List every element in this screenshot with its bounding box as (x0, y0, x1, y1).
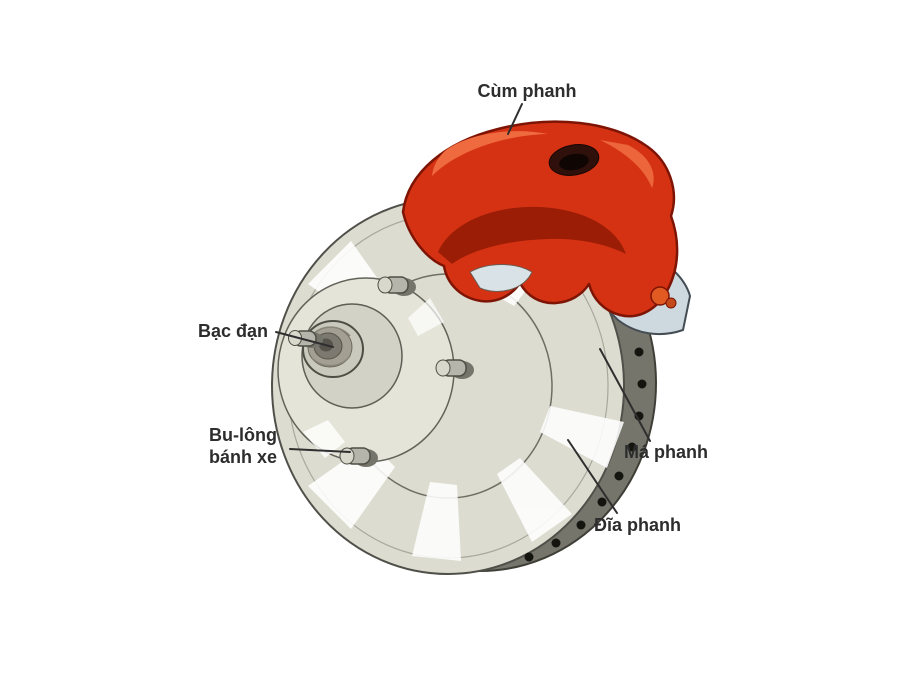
wheel-hub (277, 276, 474, 467)
wheel-stud (377, 276, 416, 296)
bearing-cap (302, 320, 364, 378)
label-wheel-bolt-line1: Bu-lông (209, 425, 277, 445)
caliper-side-highlight (600, 140, 654, 188)
leader-line-brake-disc (567, 439, 618, 514)
leader-line-bearing (275, 331, 334, 348)
wheel-stud (288, 330, 323, 348)
caliper-top-highlight (432, 131, 548, 176)
caliper-bolt-hole (548, 144, 600, 176)
hub-plate-streak-2 (408, 298, 444, 336)
label-brake-disc: Đĩa phanh (594, 515, 681, 535)
leader-line-brake-pad (599, 348, 651, 442)
wheel-stud (435, 359, 474, 379)
caliper-inner-shadow (438, 206, 626, 264)
label-wheel-bolt-line2: bánh xe (209, 447, 277, 467)
caliper-bleeder-screw (650, 286, 677, 309)
leader-line-caliper (507, 103, 523, 135)
hub-plate-streak (303, 420, 345, 458)
caliper-window (469, 264, 533, 292)
labels: Cùm phanh Bạc đạn Bu-lông bánh xe Má pha… (198, 81, 708, 535)
label-brake-pad: Má phanh (624, 442, 708, 462)
label-caliper: Cùm phanh (478, 81, 577, 101)
wheel-studs (288, 276, 474, 467)
leader-lines (275, 103, 651, 514)
label-bearing: Bạc đạn (198, 321, 268, 341)
leader-line-wheel-bolt (289, 448, 351, 453)
brake-caliper (401, 120, 679, 318)
